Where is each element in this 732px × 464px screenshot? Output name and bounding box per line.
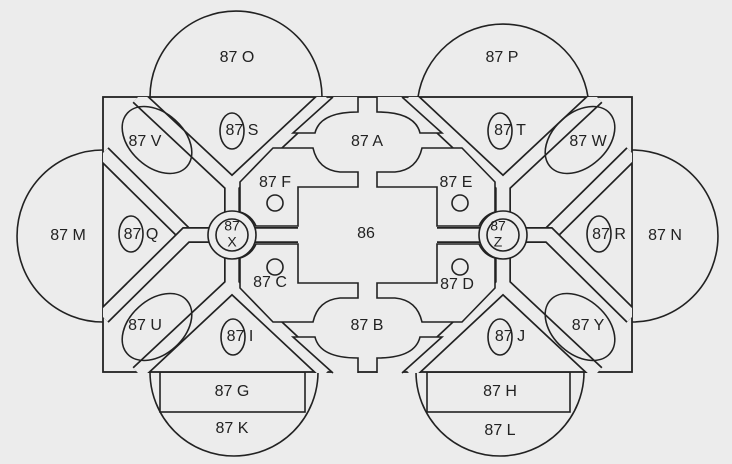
label-hub-x-number: 87 (224, 218, 240, 234)
label-hub-z-letter: Z (494, 234, 503, 250)
label-87h: 87 H (483, 383, 517, 400)
label-87y: 87 Y (572, 317, 605, 334)
label-87r: 87 R (592, 226, 626, 243)
label-87s: 87 S (226, 122, 259, 139)
room-87j-ellipse (487, 318, 513, 356)
room-87n-outline (631, 149, 719, 323)
label-87c: 87 C (253, 274, 287, 291)
label-87o: 87 O (220, 49, 255, 66)
room-87p-outline (417, 23, 589, 98)
room-87o-outline (149, 10, 323, 98)
label-87u: 87 U (128, 317, 162, 334)
room-87s-ellipse (219, 112, 245, 150)
room-87w-ellipse (544, 105, 616, 175)
label-87a: 87 A (351, 133, 383, 150)
room-87q-ellipse (118, 215, 144, 253)
label-hub-x-letter: X (227, 234, 237, 250)
label-86: 86 (357, 225, 375, 242)
label-87f: 87 F (259, 174, 291, 191)
label-87d: 87 D (440, 276, 474, 293)
room-87y-ellipse (544, 292, 616, 362)
label-hub-z-number: 87 (490, 218, 506, 234)
room-87u-ellipse (121, 292, 193, 362)
label-87l: 87 L (484, 422, 515, 439)
label-87e: 87 E (440, 174, 473, 191)
hub-87x (215, 218, 249, 252)
label-87q: 87 Q (124, 226, 159, 243)
label-87w: 87 W (569, 133, 607, 150)
label-87b: 87 B (351, 317, 384, 334)
hub-87z (486, 218, 520, 252)
label-87t: 87 T (494, 122, 526, 139)
hub-87z-outer (478, 210, 528, 260)
room-87m-outline (16, 149, 104, 323)
room-87t-ellipse (487, 112, 513, 150)
room-87r-ellipse (586, 215, 612, 253)
label-87k: 87 K (216, 420, 249, 437)
room-87k-outline (149, 371, 319, 457)
label-87j: 87 J (495, 328, 525, 345)
label-87n: 87 N (648, 227, 682, 244)
room-87v-ellipse (121, 105, 193, 175)
room-87i-ellipse (220, 318, 246, 356)
room-87l-outline (415, 371, 585, 457)
label-87v: 87 V (129, 133, 162, 150)
label-87g: 87 G (215, 383, 250, 400)
label-87m: 87 M (50, 227, 86, 244)
label-87p: 87 P (486, 49, 519, 66)
label-87i: 87 I (227, 328, 254, 345)
hub-87x-outer (207, 210, 257, 260)
